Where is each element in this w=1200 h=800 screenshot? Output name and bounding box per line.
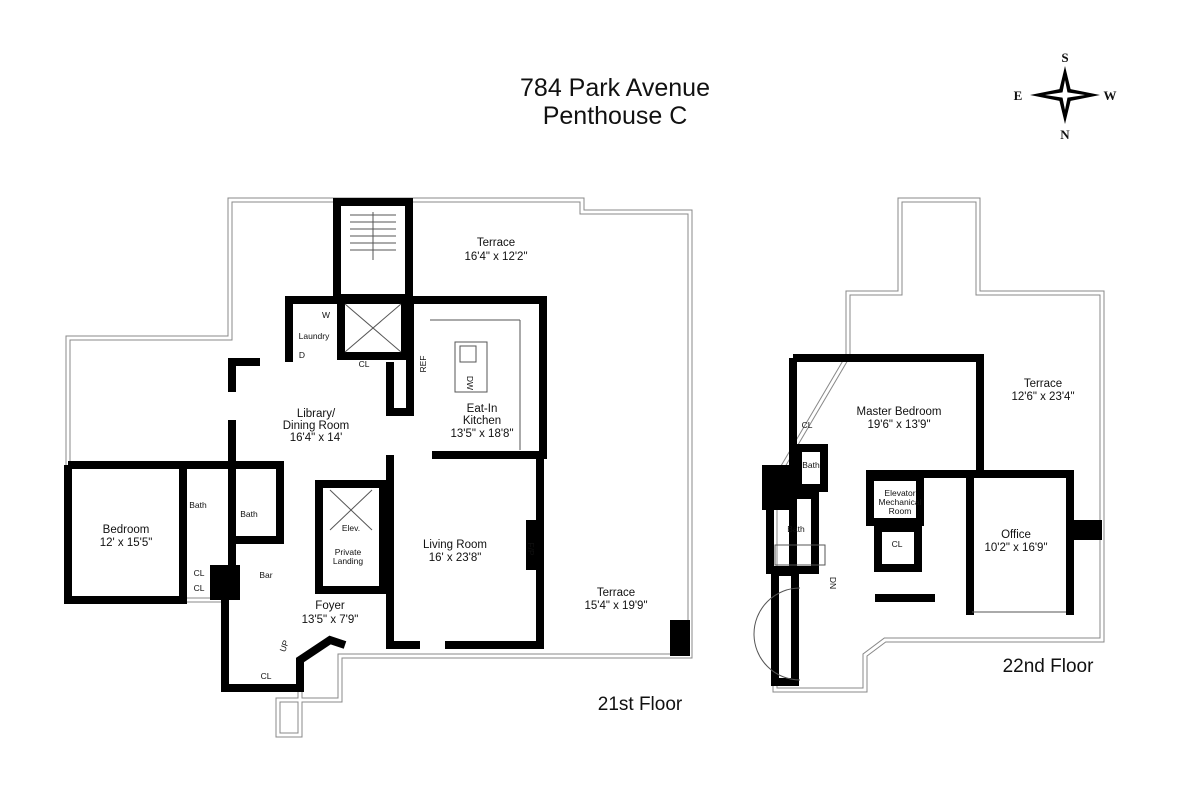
- library-name-2: Dining Room: [283, 420, 349, 432]
- elevator-mechanical-2: Mechanical: [879, 497, 922, 507]
- dishwasher-label: DW: [465, 376, 475, 390]
- private-landing-1: Private: [335, 547, 362, 557]
- floor21-labels: Terrace 16'4" x 12'2" Laundry W D CL REF…: [100, 237, 683, 715]
- bath-2-label: Bath: [240, 509, 258, 519]
- bar-label: Bar: [259, 570, 272, 580]
- kitchen-island: [454, 341, 488, 393]
- plan-title-unit: Penthouse C: [543, 102, 688, 130]
- elevator-mechanical-3: Room: [889, 506, 912, 516]
- private-landing-2: Landing: [333, 556, 364, 566]
- elevator-mechanical-1: Elevator: [884, 488, 915, 498]
- elevator-label: Elev.: [342, 523, 360, 533]
- terrace-top-name: Terrace: [477, 237, 515, 249]
- terrace-right-size: 15'4" x 19'9": [584, 600, 647, 612]
- shower-bath-label: Bath: [802, 460, 820, 470]
- closet-label: CL: [359, 359, 370, 369]
- foyer-name: Foyer: [315, 600, 345, 612]
- office-size: 10'2" x 16'9": [984, 542, 1047, 554]
- living-room-name: Living Room: [423, 539, 487, 551]
- floor22-label: 22nd Floor: [1003, 656, 1095, 677]
- kitchen-name-1: Eat-In: [467, 403, 498, 415]
- floor21-label: 21st Floor: [598, 694, 683, 715]
- floor22-labels: Master Bedroom 19'6" x 13'9" Terrace 12'…: [787, 378, 1094, 677]
- closet-2-label: CL: [194, 583, 205, 593]
- compass-west: W: [1104, 88, 1117, 103]
- bath-22-label: Bath: [787, 524, 805, 534]
- washer-label: W: [322, 310, 330, 320]
- kitchen-size: 13'5" x 18'8": [450, 428, 513, 440]
- dryer-label: D: [299, 350, 305, 360]
- laundry-label: Laundry: [299, 331, 330, 341]
- floor22-terrace-outline: [772, 197, 1105, 693]
- fireplace-label: F/P: [526, 542, 536, 556]
- master-bedroom-size: 19'6" x 13'9": [867, 419, 930, 431]
- living-room-size: 16' x 23'8": [429, 552, 482, 564]
- refrigerator-label: REF: [418, 356, 428, 373]
- master-bedroom-name: Master Bedroom: [856, 406, 941, 418]
- stairs-up-label: UP: [277, 638, 291, 653]
- bath-1-label: Bath: [189, 500, 207, 510]
- floor22-walls: [753, 354, 1102, 686]
- closet-1-label: CL: [194, 568, 205, 578]
- library-name-1: Library/: [297, 408, 336, 420]
- library-size: 16'4" x 14': [290, 432, 343, 444]
- bedroom-name: Bedroom: [103, 524, 150, 536]
- compass-rose-icon: S N E W: [1014, 50, 1117, 142]
- terrace-22-size: 12'6" x 23'4": [1011, 391, 1074, 403]
- master-closet-label: CL: [802, 420, 813, 430]
- terrace-top-size: 16'4" x 12'2": [464, 251, 527, 263]
- bedroom-size: 12' x 15'5": [100, 537, 153, 549]
- stairs-down-label: DN: [828, 577, 838, 589]
- plan-title-address: 784 Park Avenue: [520, 74, 710, 102]
- closet-22-label: CL: [892, 539, 903, 549]
- floor21-walls: [64, 198, 690, 692]
- compass-south: S: [1061, 50, 1068, 65]
- compass-east: E: [1014, 88, 1023, 103]
- office-name: Office: [1001, 529, 1031, 541]
- closet-bottom-label: CL: [261, 671, 272, 681]
- foyer-size: 13'5" x 7'9": [302, 614, 359, 626]
- terrace-22-name: Terrace: [1024, 378, 1062, 390]
- compass-north: N: [1060, 127, 1070, 142]
- kitchen-name-2: Kitchen: [463, 415, 501, 427]
- stairs-upper: [350, 212, 396, 260]
- terrace-right-name: Terrace: [597, 587, 635, 599]
